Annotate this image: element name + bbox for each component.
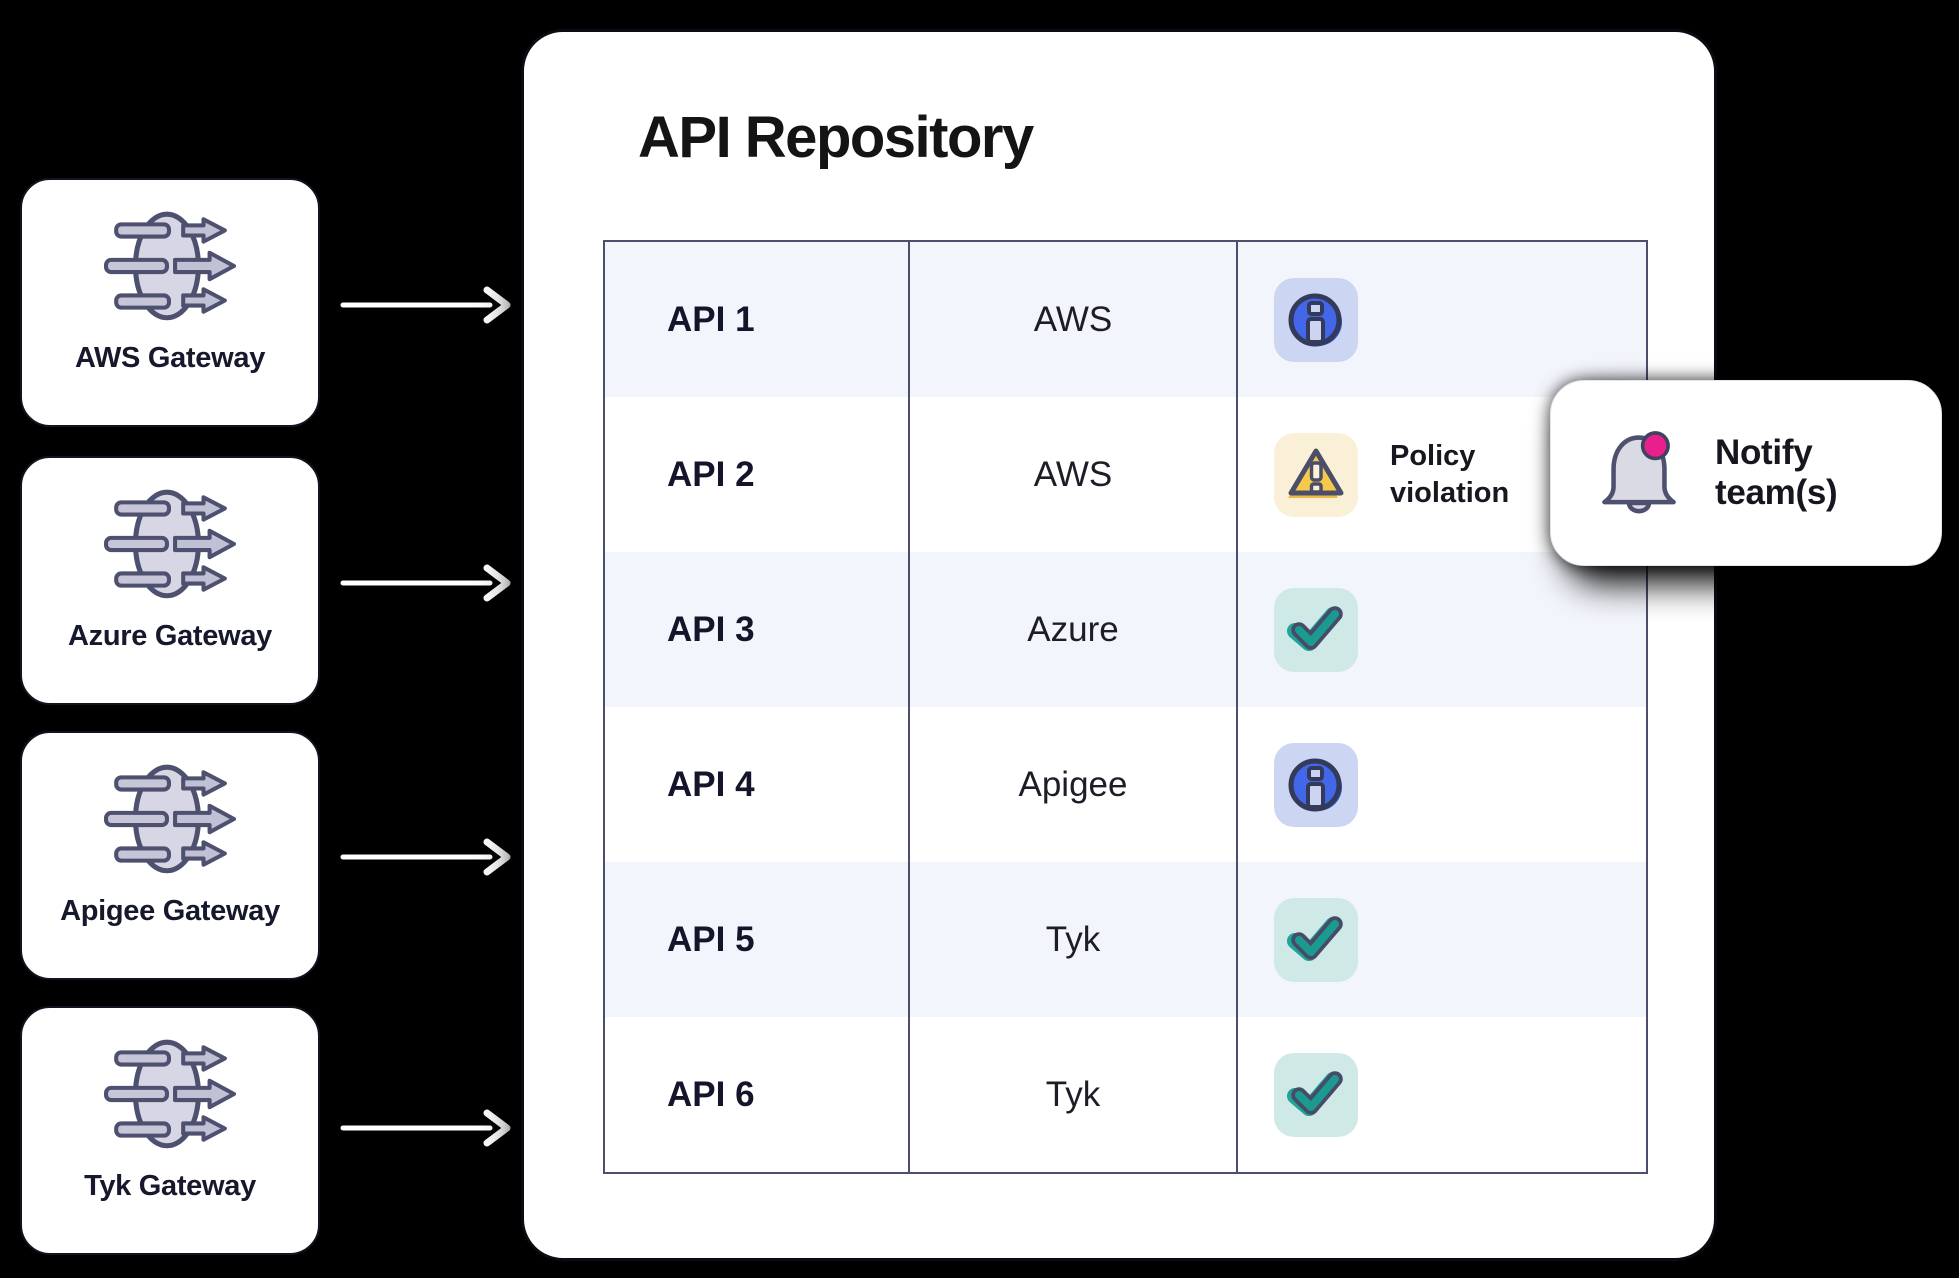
check-icon bbox=[1274, 897, 1358, 982]
arrow-right-icon bbox=[340, 835, 516, 879]
gateway-card-aws: AWS Gateway bbox=[20, 178, 320, 427]
api-name: API 1 bbox=[605, 242, 910, 397]
page-title: API Repository bbox=[638, 105, 1034, 170]
gateway-icon bbox=[104, 206, 236, 328]
gateway-card-azure: Azure Gateway bbox=[20, 456, 320, 705]
check-icon bbox=[1274, 1052, 1358, 1137]
api-name: API 4 bbox=[605, 707, 910, 862]
api-name: API 2 bbox=[605, 397, 910, 552]
notify-label: Notify team(s) bbox=[1715, 433, 1838, 512]
gateway-icon bbox=[104, 484, 236, 606]
gateway-card-label: Tyk Gateway bbox=[84, 1170, 256, 1202]
gateway-icon bbox=[104, 759, 236, 881]
status-cell bbox=[1238, 242, 1646, 397]
gateway-name: Azure bbox=[910, 552, 1238, 707]
check-icon bbox=[1274, 587, 1358, 672]
gateway-card-label: Apigee Gateway bbox=[60, 895, 280, 927]
api-repository-table: API 1 AWS API 2 AWS Policy violation API… bbox=[603, 240, 1648, 1174]
notify-callout: Notify team(s) bbox=[1550, 380, 1942, 566]
api-name: API 6 bbox=[605, 1017, 910, 1172]
gateway-name: Tyk bbox=[910, 1017, 1238, 1172]
arrow-right-icon bbox=[340, 1106, 516, 1150]
status-cell bbox=[1238, 862, 1646, 1017]
bell-icon bbox=[1589, 421, 1689, 525]
warning-icon bbox=[1274, 432, 1358, 517]
arrow-right-icon bbox=[340, 283, 516, 327]
gateway-name: Tyk bbox=[910, 862, 1238, 1017]
gateway-card-tyk: Tyk Gateway bbox=[20, 1006, 320, 1255]
info-icon bbox=[1274, 277, 1358, 362]
gateway-card-label: AWS Gateway bbox=[74, 342, 266, 374]
gateway-icon bbox=[104, 1034, 236, 1156]
gateway-name: Apigee bbox=[910, 707, 1238, 862]
gateway-card-apigee: Apigee Gateway bbox=[20, 731, 320, 980]
api-name: API 3 bbox=[605, 552, 910, 707]
gateway-card-label: Azure Gateway bbox=[67, 620, 272, 652]
info-icon bbox=[1274, 742, 1358, 827]
gateway-name: AWS bbox=[910, 397, 1238, 552]
gateway-name: AWS bbox=[910, 242, 1238, 397]
arrow-right-icon bbox=[340, 561, 516, 605]
status-cell bbox=[1238, 552, 1646, 707]
status-cell bbox=[1238, 1017, 1646, 1172]
api-name: API 5 bbox=[605, 862, 910, 1017]
status-text: Policy violation bbox=[1390, 440, 1510, 509]
status-cell bbox=[1238, 707, 1646, 862]
api-repository-panel: API Repository API 1 AWS API 2 AWS Polic… bbox=[521, 29, 1717, 1261]
